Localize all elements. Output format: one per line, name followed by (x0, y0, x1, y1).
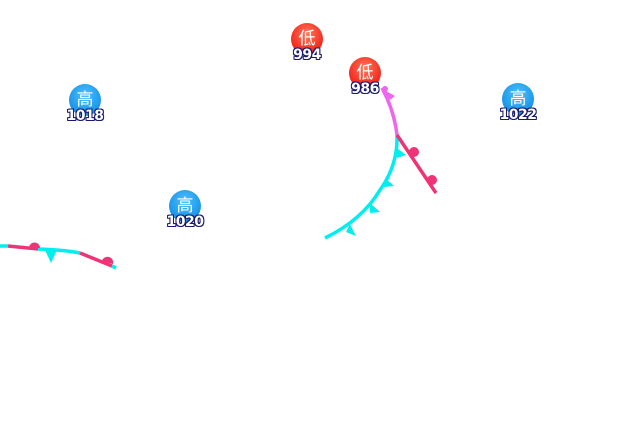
pressure-value: 1022 (499, 107, 537, 123)
high-pressure-1018[interactable]: 高 1018 (65, 84, 105, 124)
pressure-value: 994 (293, 47, 321, 63)
high-pressure-icon: 高 (69, 84, 101, 116)
pressure-value: 1018 (66, 108, 104, 124)
high-pressure-1020[interactable]: 高 1020 (165, 190, 205, 230)
cold-front (324, 134, 406, 240)
pressure-value: 1020 (166, 214, 204, 230)
low-pressure-icon: 低 (291, 23, 323, 55)
high-pressure-icon: 高 (169, 190, 201, 222)
low-pressure-986[interactable]: 低 986 (345, 57, 385, 97)
warm-front (395, 134, 438, 194)
low-pressure-994[interactable]: 低 994 (287, 23, 327, 63)
low-pressure-icon: 低 (349, 57, 381, 89)
high-pressure-icon: 高 (502, 83, 534, 115)
occluded-front (380, 86, 399, 136)
pressure-value: 986 (351, 81, 379, 97)
high-pressure-1022[interactable]: 高 1022 (498, 83, 538, 123)
stationary-front (0, 242, 117, 270)
